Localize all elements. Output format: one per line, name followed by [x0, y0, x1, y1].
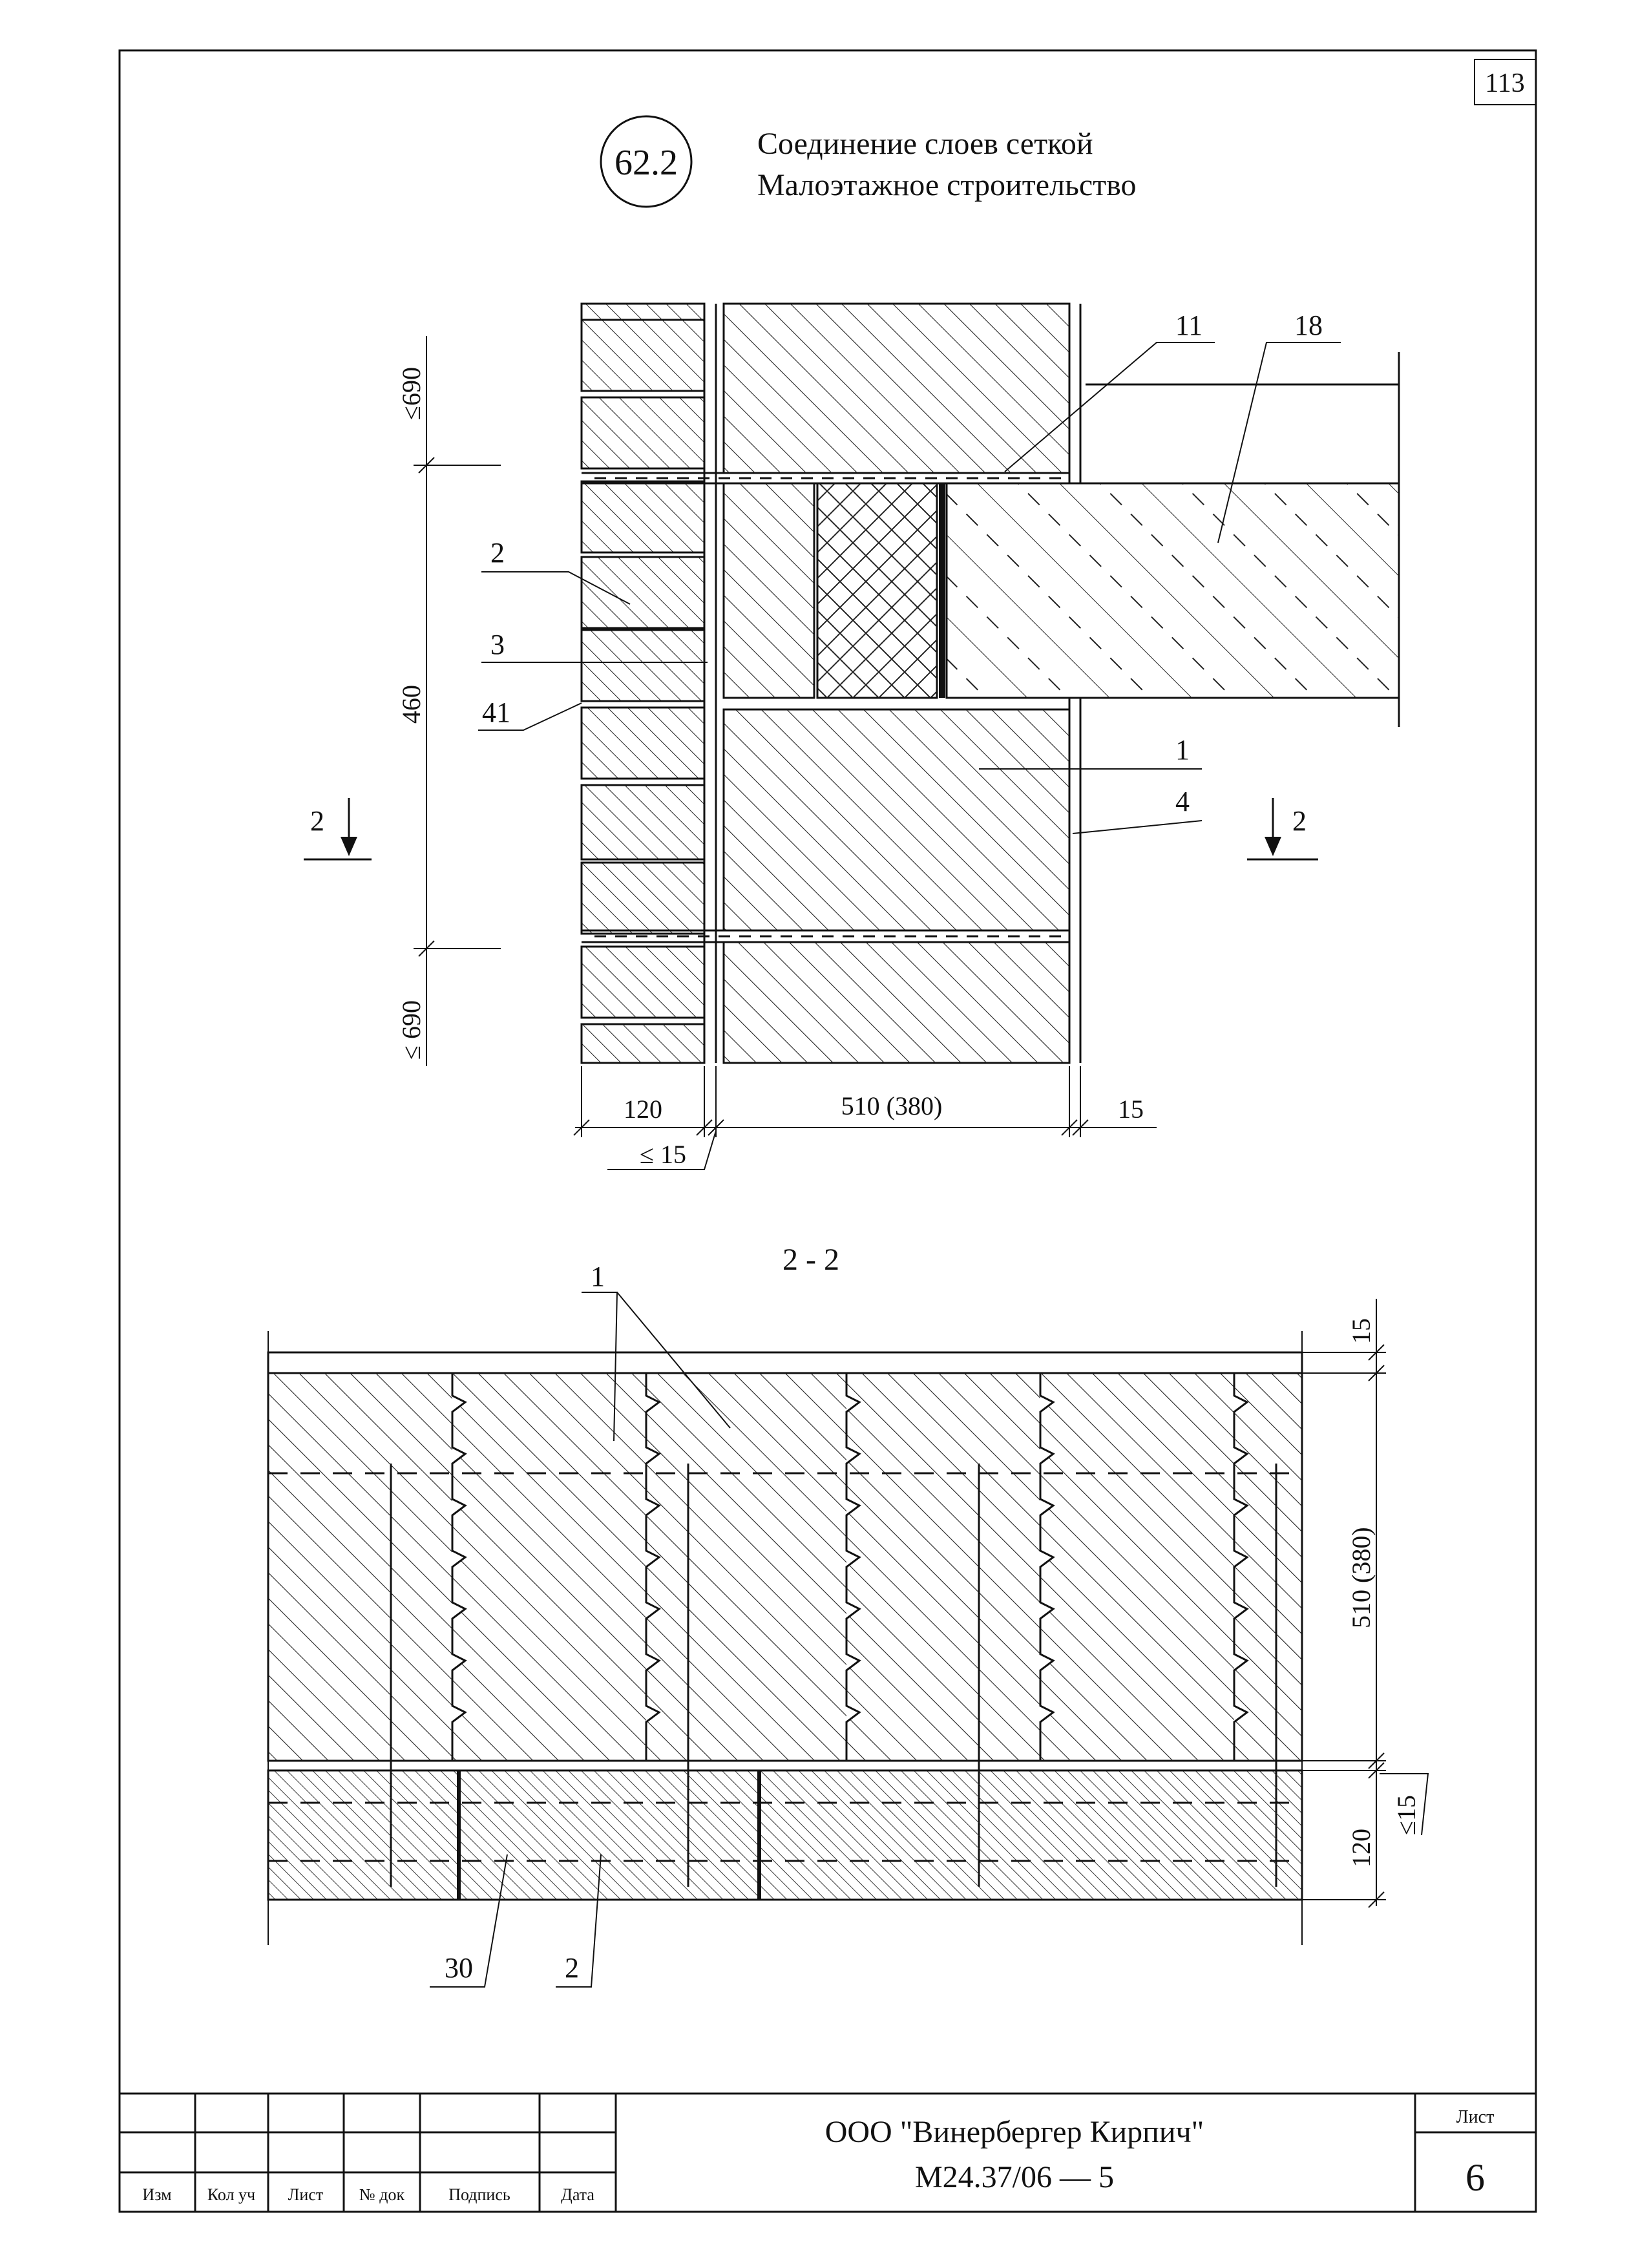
plan-gap — [268, 1759, 1302, 1772]
section-marker-left: 2 — [304, 798, 372, 861]
section-label: 2 - 2 — [782, 1243, 839, 1277]
stamp-col-koluch: Кол уч — [207, 2185, 255, 2204]
callout-leaders — [478, 342, 1341, 834]
stamp-col-data: Дата — [561, 2185, 594, 2204]
stamp-col-ndok: № док — [359, 2185, 405, 2204]
plan-dim-510: 510 (380) — [1347, 1527, 1376, 1628]
plan-callout-2: 2 — [565, 1952, 579, 1984]
detail-number-circle — [600, 115, 693, 208]
floor-slab — [945, 482, 1400, 699]
dim-120: 120 — [624, 1095, 662, 1124]
page-number: 113 — [1485, 68, 1524, 98]
plan-callout-30: 30 — [445, 1952, 473, 1984]
callout-41: 41 — [482, 697, 510, 728]
plan-break-lines — [268, 1331, 1303, 1945]
sheet-label: Лист — [1456, 2107, 1495, 2127]
section-mark-right: 2 — [1292, 805, 1307, 837]
callout-11: 11 — [1175, 310, 1203, 341]
title-line-2: Малоэтажное строительство — [757, 168, 1136, 202]
title-line-1: Соединение слоев сеткой — [757, 127, 1093, 161]
plan-dimensions — [1302, 1299, 1429, 1908]
plan-brick-joints — [457, 1770, 761, 1900]
sheet-frame — [118, 49, 1537, 2213]
air-gap — [703, 304, 717, 1063]
section-marker-right: 2 — [1247, 798, 1318, 861]
callout-1: 1 — [1175, 734, 1190, 766]
detail-header: 62.2 Соединение слоев сеткой Малоэтажное… — [600, 115, 1136, 208]
plan-dim-120: 120 — [1347, 1829, 1376, 1867]
title-block — [120, 2092, 1536, 2212]
document-code: М24.37/06 — 5 — [915, 2160, 1114, 2194]
stamp-col-podpis: Подпись — [448, 2185, 510, 2204]
plan-dim-le15: ≤15 — [1392, 1795, 1421, 1835]
detail-number: 62.2 — [614, 143, 678, 183]
dim-460: 460 — [397, 685, 426, 724]
dim-le690-top: ≤690 — [397, 367, 426, 420]
mesh-joint-top — [582, 472, 1069, 485]
vertical-section: 11 18 2 3 41 1 4 2 2 ≤690 460 ≤ 6 — [304, 302, 1400, 1170]
plan-plaster — [267, 1351, 1303, 1374]
callout-4: 4 — [1175, 786, 1190, 817]
plan-block-joints — [451, 1373, 1249, 1761]
insulation-block — [816, 482, 938, 699]
facing-brick-layer — [580, 302, 706, 1064]
mesh-joint-bottom — [582, 929, 1069, 943]
stamp-col-izm: Изм — [142, 2185, 171, 2204]
dim-le15: ≤ 15 — [640, 1140, 686, 1169]
plan-main-blocks — [267, 1372, 1303, 1762]
section-mark-left: 2 — [310, 805, 324, 837]
plan-facing-bricks — [267, 1769, 1303, 1901]
plan-callout-leaders — [430, 1292, 731, 1988]
horizontal-dimensions — [573, 1066, 1157, 1170]
vertical-dimensions — [414, 336, 501, 1066]
dim-le690-bottom: ≤ 690 — [397, 1000, 426, 1060]
stamp-col-list: Лист — [288, 2185, 323, 2204]
callout-3: 3 — [490, 629, 505, 660]
plaster-layer — [1068, 304, 1400, 1063]
sheet-number: 6 — [1465, 2156, 1485, 2199]
plan-dim-15: 15 — [1347, 1318, 1376, 1344]
plan-callout-1: 1 — [591, 1261, 605, 1292]
company-name: ООО "Винербергер Кирпич" — [825, 2115, 1204, 2149]
dim-510: 510 (380) — [841, 1091, 943, 1120]
plan-section: 1 30 2 15 510 (380) 120 ≤15 — [267, 1261, 1429, 1988]
dim-15: 15 — [1118, 1095, 1144, 1124]
callout-2: 2 — [490, 537, 505, 569]
callout-18: 18 — [1294, 310, 1323, 341]
